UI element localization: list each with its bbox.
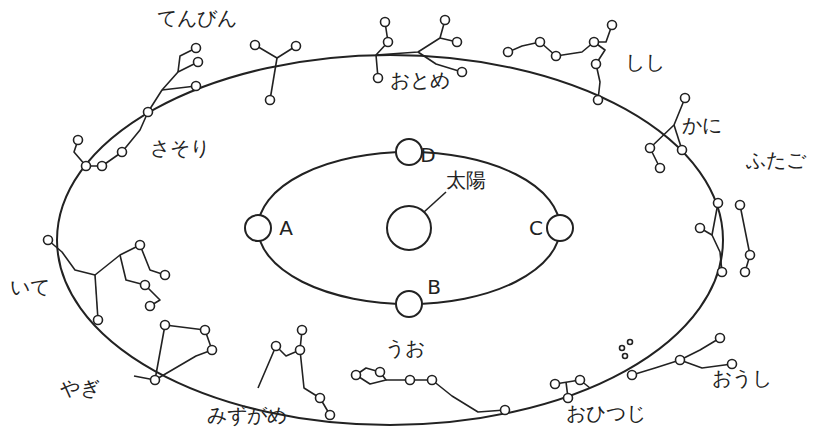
constellation-label: しし: [625, 51, 665, 73]
sun-circle: [387, 206, 431, 250]
earth-circle: [396, 139, 422, 165]
constellation-label: おとめ: [390, 69, 450, 91]
zodiac-ellipse: [57, 55, 723, 425]
earth-circle: [396, 291, 422, 317]
constellation-figure: [134, 321, 217, 385]
constellation-label: 太陽: [446, 169, 486, 191]
constellation-label: やぎ: [60, 377, 100, 399]
constellation-label: てんびん: [157, 7, 237, 29]
constellation-label: うお: [385, 337, 425, 359]
constellation-label: おひつじ: [566, 402, 646, 424]
constellation-label: さそり: [150, 137, 210, 159]
constellation-figure: [504, 21, 617, 105]
constellation-label: いて: [10, 276, 50, 298]
earth-circle: [245, 215, 271, 241]
constellation-figure: [551, 376, 591, 403]
constellation-label: D: [420, 144, 435, 166]
constellation-label: ふたご: [746, 149, 806, 171]
constellation-figure: [696, 199, 755, 277]
constellation-label: おうし: [712, 367, 772, 389]
constellation-label: B: [427, 276, 441, 298]
leader-line: [424, 192, 446, 212]
earth-circle: [547, 215, 573, 241]
constellation-label: かに: [682, 114, 722, 136]
constellation-figure: [44, 236, 170, 325]
constellation-label: C: [529, 217, 543, 239]
constellation-label: A: [279, 217, 293, 239]
constellation-label: みずがめ: [207, 404, 287, 426]
constellation-figure: [251, 41, 301, 105]
earth-orbit: [258, 152, 560, 304]
constellation-figure: [352, 368, 510, 415]
